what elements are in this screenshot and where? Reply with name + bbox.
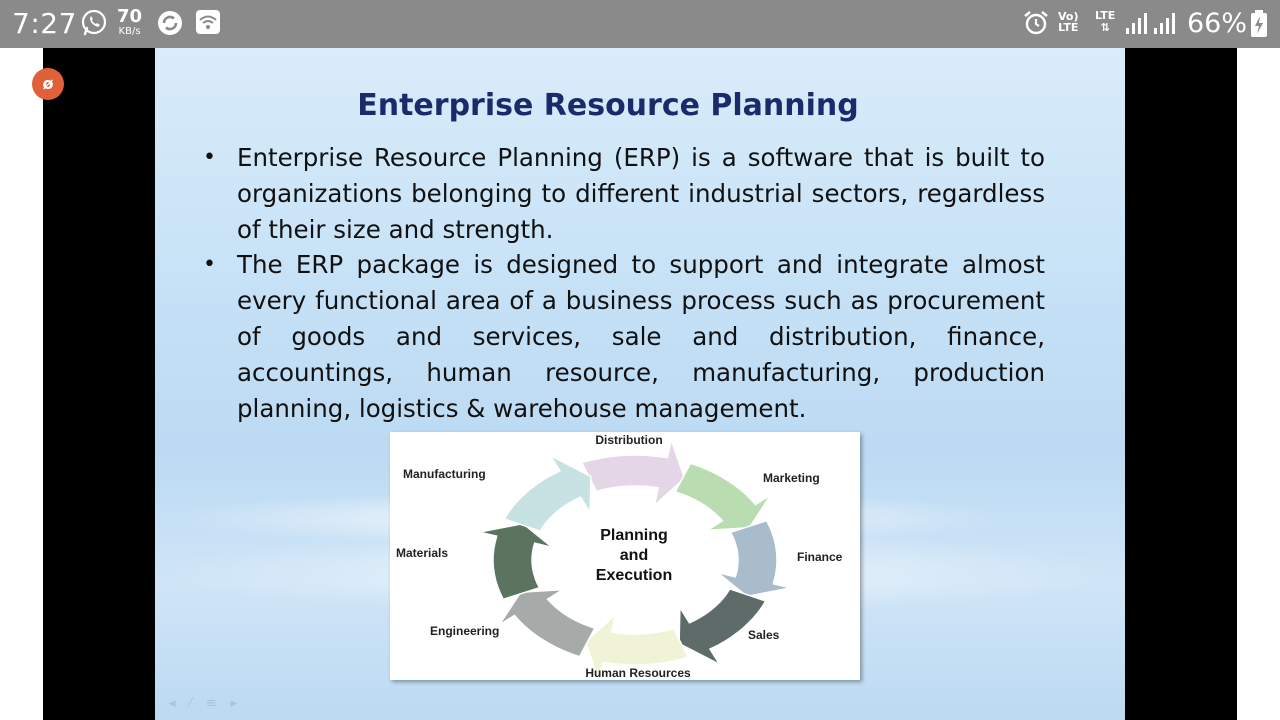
cycle-arrow-distribution	[580, 437, 686, 508]
center-label-line3: Execution	[596, 567, 672, 584]
volte-icon: Vo) LTE	[1058, 11, 1079, 33]
cycle-arrow-engineering	[498, 588, 596, 658]
screen-recorder-badge[interactable]: ø	[32, 68, 64, 100]
bullet-item: Enterprise Resource Planning (ERP) is a …	[203, 140, 1045, 247]
bullet-list: Enterprise Resource Planning (ERP) is a …	[203, 140, 1045, 426]
next-slide-icon[interactable]: ▸	[230, 696, 252, 711]
lte-indicator: LTE ⇅	[1095, 10, 1115, 34]
cycle-diagram-svg: Planning and Execution Distribution Mark…	[396, 433, 843, 680]
label-finance: Finance	[797, 550, 843, 564]
center-label-line2: and	[620, 547, 648, 564]
label-materials: Materials	[396, 546, 448, 560]
menu-icon[interactable]: ≡	[205, 696, 231, 711]
network-speed-indicator: 70 KB/s	[117, 8, 142, 37]
status-time: 7:27	[12, 7, 77, 40]
battery-percent: 66%	[1187, 8, 1248, 39]
label-distribution: Distribution	[595, 433, 662, 447]
cycle-arrow-materials	[479, 522, 553, 601]
center-label-line1: Planning	[600, 527, 668, 544]
label-engineering: Engineering	[430, 624, 499, 638]
label-manufacturing: Manufacturing	[403, 467, 486, 481]
battery-charging-icon	[1250, 10, 1268, 42]
network-speed-value: 70	[117, 6, 143, 27]
wifi-calling-icon	[195, 9, 221, 39]
erp-cycle-diagram: Planning and Execution Distribution Mark…	[390, 432, 860, 680]
volte-line2: LTE	[1058, 21, 1079, 34]
cycle-arrow-marketing	[674, 462, 772, 532]
slideshow-controls[interactable]: ◂⁄≡▸	[169, 696, 251, 711]
label-sales: Sales	[748, 628, 780, 642]
signal-icon	[1124, 12, 1180, 40]
slide-title: Enterprise Resource Planning	[357, 88, 859, 123]
cycle-segments	[479, 437, 791, 680]
cycle-arrow-finance	[717, 519, 791, 598]
bullet-item: The ERP package is designed to support a…	[203, 247, 1045, 426]
cycle-arrow-manufacturing	[503, 453, 592, 532]
status-bar: 7:27 70 KB/s Vo)	[0, 0, 1280, 48]
lte-label: LTE	[1095, 9, 1116, 22]
data-arrows-icon: ⇅	[1100, 21, 1110, 34]
prev-slide-icon[interactable]: ◂	[169, 696, 190, 711]
label-human-resources: Human Resources	[585, 666, 691, 680]
label-marketing: Marketing	[763, 471, 820, 485]
pen-icon[interactable]: ⁄	[189, 696, 206, 711]
volte-line1: Vo)	[1058, 10, 1079, 23]
sync-icon	[156, 9, 184, 41]
cycle-arrow-sales	[678, 588, 767, 667]
cycle-arrow-human-resources	[584, 612, 690, 680]
network-speed-unit: KB/s	[118, 26, 141, 37]
whatsapp-icon	[80, 9, 108, 41]
alarm-icon	[1022, 9, 1050, 41]
